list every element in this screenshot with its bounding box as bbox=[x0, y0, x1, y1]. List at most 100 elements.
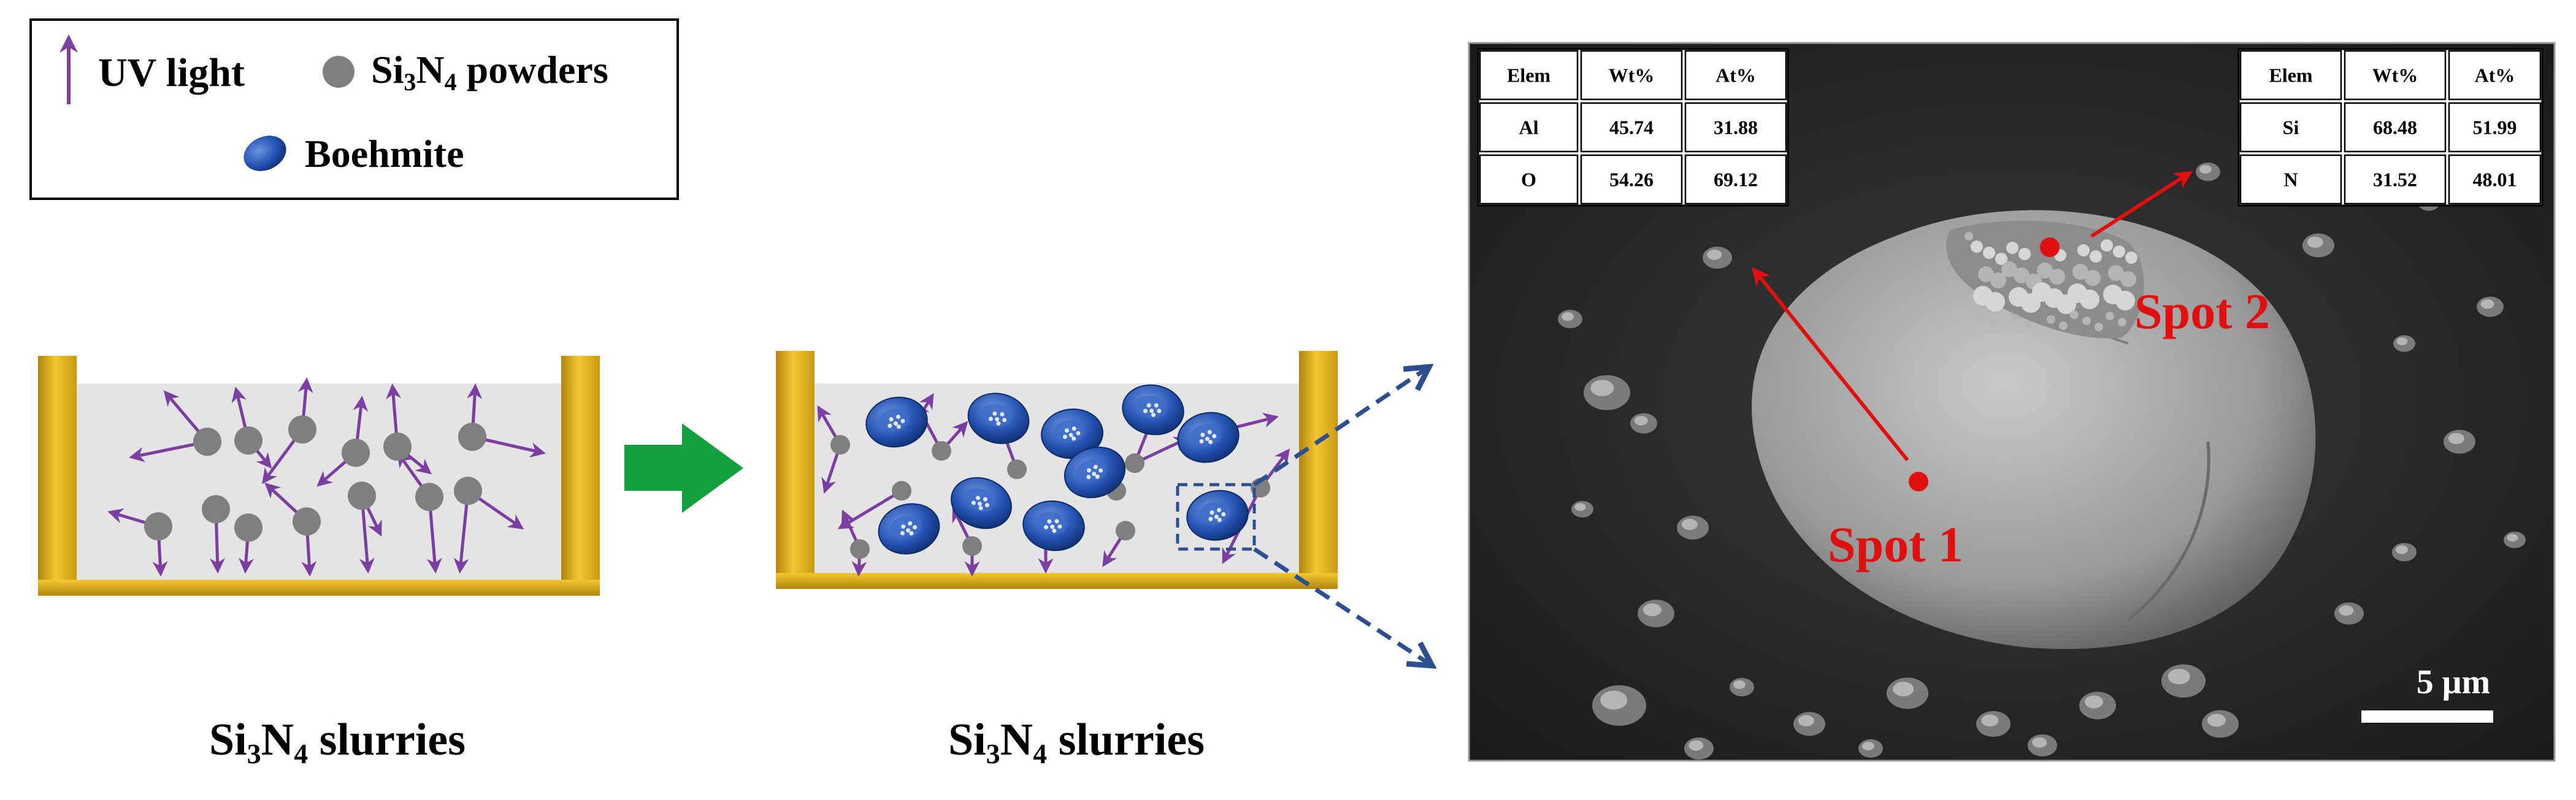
caption-middle: Si3N4 slurries bbox=[948, 715, 1205, 769]
cavity-grain bbox=[1988, 319, 1996, 328]
boehmite-icon bbox=[243, 136, 286, 171]
table-header-cell: Wt% bbox=[2372, 64, 2418, 87]
table-cell: 31.88 bbox=[1714, 117, 1758, 139]
cavity-grain bbox=[2113, 245, 2125, 258]
cavity-grain bbox=[2125, 252, 2137, 264]
powder-particle bbox=[830, 435, 850, 455]
cavity-grain bbox=[1990, 272, 2006, 288]
slurry-container-middle bbox=[776, 351, 1338, 589]
scale-bar-label: 5 μm bbox=[2417, 663, 2490, 701]
powder-particle bbox=[234, 426, 263, 455]
cavity-grain bbox=[2095, 323, 2103, 331]
cavity-grain bbox=[2106, 312, 2114, 320]
cavity-grain bbox=[1976, 313, 1984, 321]
slurry-container-left bbox=[38, 356, 600, 596]
powder-particle bbox=[1125, 453, 1144, 473]
boehmite-particle bbox=[865, 396, 928, 448]
table-cell: 54.26 bbox=[1609, 169, 1654, 191]
powder-icon bbox=[323, 56, 355, 88]
boehmite-particle bbox=[1041, 408, 1103, 460]
process-arrow bbox=[624, 423, 743, 513]
legend-boehmite-label: Boehmite bbox=[305, 132, 464, 175]
boehmite-particle bbox=[1186, 490, 1249, 541]
cavity-grain bbox=[2077, 244, 2090, 256]
container-wall-left bbox=[38, 356, 77, 589]
powder-particle bbox=[383, 433, 412, 461]
powder-particle bbox=[458, 423, 486, 451]
powder-particle bbox=[892, 481, 911, 501]
powder-particle bbox=[932, 441, 951, 461]
powder-particle bbox=[193, 428, 221, 456]
powder-particle bbox=[1007, 460, 1027, 479]
cavity-grain bbox=[2023, 320, 2032, 329]
table-cell: 51.99 bbox=[2473, 117, 2517, 139]
table-header-cell: Elem bbox=[1507, 64, 1551, 87]
powder-particle bbox=[293, 507, 321, 536]
container-base bbox=[776, 573, 1338, 589]
table-cell: O bbox=[1521, 169, 1536, 191]
cavity-grain bbox=[2070, 310, 2079, 319]
cavity-grain bbox=[2082, 317, 2091, 325]
legend-powders-label: Si3N4 powders bbox=[371, 48, 608, 96]
boehmite-particle bbox=[1177, 412, 1240, 463]
powder-particle bbox=[348, 482, 376, 510]
boehmite-particle bbox=[1064, 446, 1126, 499]
table-cell: 31.52 bbox=[2373, 169, 2417, 191]
cavity-grain bbox=[2085, 270, 2101, 286]
cavity-grain bbox=[2108, 265, 2124, 281]
powder-particle bbox=[234, 513, 263, 542]
powder-particle bbox=[454, 477, 482, 505]
container-base bbox=[38, 580, 600, 596]
cavity-grain bbox=[2120, 271, 2136, 287]
cavity-grain bbox=[2090, 250, 2102, 263]
table-cell: 69.12 bbox=[1714, 169, 1758, 191]
spot-1-marker bbox=[1909, 472, 1928, 491]
zoom-arrow-top bbox=[1253, 367, 1429, 487]
cavity-grain bbox=[2068, 283, 2087, 303]
cavity-grain bbox=[1965, 232, 1973, 240]
boehmite-particle bbox=[878, 503, 940, 555]
sem-cavity bbox=[1946, 220, 2144, 339]
boehmite-particle bbox=[1022, 500, 1085, 552]
legend-box: UV light Si3N4 powders Boehmite bbox=[29, 18, 679, 200]
cavity-grain bbox=[2101, 239, 2113, 252]
cavity-grain bbox=[1995, 253, 2007, 265]
container-wall-right bbox=[561, 356, 600, 589]
cavity-grain bbox=[2018, 248, 2031, 260]
powder-particle bbox=[342, 439, 370, 467]
powder-particle bbox=[288, 415, 316, 444]
spot-2-pointer bbox=[2090, 171, 2193, 238]
cavity-grain bbox=[2009, 287, 2028, 307]
table-cell: Al bbox=[1519, 117, 1539, 139]
zoom-arrow-bottom bbox=[1253, 547, 1432, 666]
sem-debris bbox=[1525, 163, 2526, 760]
spot-1-pointer bbox=[1752, 267, 1909, 461]
cavity-grain bbox=[1971, 240, 1983, 253]
cavity-grain bbox=[2001, 261, 2017, 277]
powder-particle bbox=[850, 539, 870, 559]
cavity-grain bbox=[2011, 314, 2020, 323]
table-header-cell: At% bbox=[2475, 64, 2515, 87]
cavity-grain bbox=[1973, 286, 1993, 306]
powder-particles-left bbox=[144, 415, 486, 542]
cavity-grain bbox=[2072, 264, 2088, 280]
powder-particle bbox=[962, 536, 982, 556]
cavity-grain bbox=[1983, 247, 1995, 259]
legend-uv-label: UV light bbox=[98, 50, 245, 95]
cavity-grain bbox=[2014, 267, 2030, 283]
boehmite-particle bbox=[951, 477, 1012, 529]
cavity-grain bbox=[2049, 269, 2065, 285]
cavity-grain bbox=[2103, 285, 2123, 304]
boehmite-particle bbox=[1122, 384, 1184, 436]
cavity-grain bbox=[2059, 321, 2068, 330]
table-cell: 48.01 bbox=[2473, 169, 2517, 191]
cavity-grain bbox=[2032, 282, 2052, 302]
spot-2-label: Spot 2 bbox=[2134, 283, 2270, 339]
spot-1-label: Spot 1 bbox=[1828, 517, 1963, 572]
table-header-cell: Wt% bbox=[1609, 64, 1655, 87]
table-header-cell: At% bbox=[1715, 64, 1756, 87]
sem-sphere-crease bbox=[2127, 441, 2210, 621]
